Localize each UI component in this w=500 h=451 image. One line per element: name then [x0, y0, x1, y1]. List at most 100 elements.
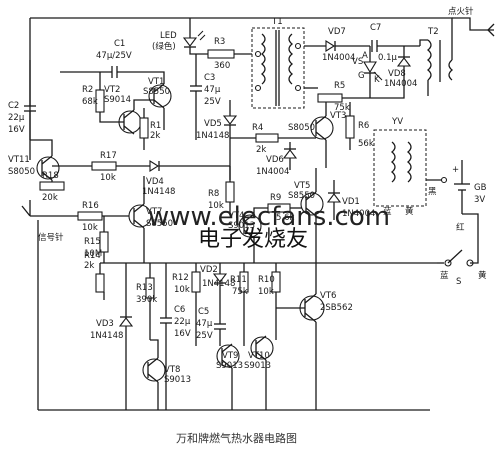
transistor-vt6: VT6 2SB562: [276, 263, 353, 410]
resistor-r10: R10 10k: [258, 263, 281, 340]
yv-label: YV: [391, 117, 403, 127]
c6-v2: 16V: [174, 329, 191, 339]
vt7-value: S8550: [146, 219, 173, 229]
r3-value: 360: [214, 61, 230, 71]
transistor-vt1: VT1 S8550: [143, 71, 172, 130]
vs-k: K: [374, 75, 380, 85]
valve-yv: YV 蓝 黄 黑: [373, 117, 448, 217]
c6-name: C6: [174, 305, 185, 315]
vt8-name: VT8: [164, 365, 180, 375]
transistor-vt9: VT9 S9013: [216, 343, 243, 410]
gb-value: 3V: [474, 195, 485, 205]
battery-plus: +: [452, 165, 459, 175]
vd1-name: VD1: [342, 197, 360, 207]
r12-value: 10k: [174, 285, 190, 295]
r2-value: 68k: [82, 97, 98, 107]
vt7-name: VT7: [146, 207, 162, 217]
scr-vs: VS A K G: [352, 46, 383, 98]
vt11-name: VT11: [8, 155, 30, 165]
r15-value: 10M: [84, 249, 102, 259]
resistor-r17: R17 10k: [52, 151, 150, 183]
capacitor-c2: C2 22μ 16V: [8, 60, 36, 140]
transistor-vt3: VT3: [310, 102, 346, 168]
vt5-name: VT5: [294, 181, 310, 191]
s-label: S: [456, 277, 461, 287]
resistor-r9: R9 5.6k: [253, 193, 302, 223]
vd5-value: 1N4148: [196, 131, 229, 141]
vt11-value: S8050: [8, 167, 35, 177]
watermark-url: www.elecfans.com: [148, 202, 390, 232]
transistor-vt7: VT7 S8550: [128, 176, 173, 263]
vt2-value: S9014: [104, 95, 131, 105]
resistor-r18: R18 20k: [39, 171, 65, 203]
vd4-name: VD4: [146, 177, 164, 187]
diode-vd6: VD6 1N4004: [256, 142, 298, 177]
vs-a: A: [362, 51, 368, 61]
watermark-name: 电子发烧友: [198, 227, 308, 252]
vt10-value: S9013: [244, 361, 271, 371]
switch-s: 蓝 S 黄: [437, 213, 487, 287]
r4-name: R4: [252, 123, 263, 133]
r16-value: 10k: [82, 223, 98, 233]
vd2-value: 1N4148: [202, 279, 235, 289]
capacitor-c3: C3 47μ 25V: [190, 54, 221, 140]
vd8-name: VD8: [388, 69, 406, 79]
r13-name: R13: [136, 283, 153, 293]
r1-name: R1: [150, 121, 161, 131]
r15-name: R15: [84, 237, 101, 247]
transistor-vt10: VT10 S9013: [244, 335, 274, 410]
transformer-t2: T2: [419, 27, 454, 96]
r10-value: 10k: [258, 287, 274, 297]
vt1-name: VT1: [148, 77, 164, 87]
vd4-value: 1N4148: [142, 187, 175, 197]
resistor-r11: R11 75k: [230, 263, 249, 346]
resistor-r2: R2 68k: [82, 72, 124, 123]
diode-vd7: VD7 1N4004: [304, 27, 370, 63]
c5-v2: 25V: [196, 331, 213, 341]
resistor-r3: R3 360: [207, 37, 252, 71]
vt6-value: 2SB562: [320, 303, 353, 313]
resistor-r13: R13 390k: [136, 263, 157, 340]
figure-caption: 万和牌燃气热水器电路图: [176, 431, 297, 445]
ignite-label: 点火针: [448, 6, 474, 17]
transistor-vt8: VT8 S9013: [142, 339, 191, 410]
r6-name: R6: [358, 121, 369, 131]
r16-name: R16: [82, 201, 99, 211]
c3-v2: 25V: [204, 97, 221, 107]
r4-value: 2k: [256, 145, 266, 155]
r3-name: R3: [214, 37, 225, 47]
transistor-vt5: VT5 S8550: [288, 168, 324, 263]
capacitor-c5: C5 47μ 25V: [196, 307, 226, 346]
led-label: LED: [160, 31, 177, 41]
r5-name: R5: [334, 81, 345, 91]
red-label: 红: [456, 222, 465, 233]
r17-name: R17: [100, 151, 117, 161]
c7-name: C7: [370, 23, 381, 33]
vd6-value: 1N4004: [256, 167, 289, 177]
s8050-label: S8050: [288, 123, 315, 133]
vt3-label: VT3: [330, 111, 346, 121]
vt6-name: VT6: [320, 291, 336, 301]
yellow1-label: 黄: [405, 206, 414, 217]
resistor-r12: R12 10k: [172, 263, 201, 346]
t1-label: T1: [271, 17, 283, 27]
r11-value: 75k: [232, 287, 248, 297]
yellow2-label: 黄: [478, 270, 487, 281]
c7-value: 0.1μ: [378, 53, 398, 63]
vt8-value: S9013: [164, 375, 191, 385]
c1-name: C1: [114, 39, 125, 49]
diode-vd8: VD8 1N4004: [330, 46, 417, 99]
vt4-name: VT4: [228, 211, 244, 221]
resistor-r14: R14 2k: [84, 251, 105, 300]
r1-value: 2k: [150, 131, 160, 141]
c5-v1: 47μ: [196, 319, 213, 329]
r14-value: 2k: [84, 261, 94, 271]
vt9-name: VT9: [222, 351, 238, 361]
r9-value: 5.6k: [276, 213, 295, 223]
r8-value: 10k: [208, 201, 224, 211]
black1-label: 黑: [428, 187, 437, 197]
vd2-name: VD2: [200, 265, 218, 275]
vd1-value: 1N4004: [342, 209, 375, 219]
t2-label: T2: [427, 27, 439, 37]
